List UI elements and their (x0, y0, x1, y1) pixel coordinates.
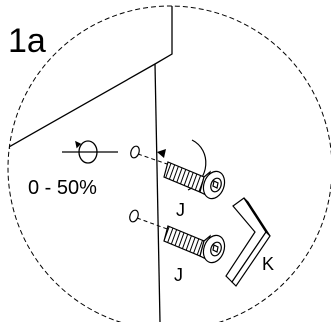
hex-key-label: K (262, 254, 274, 274)
hole-bottom (129, 209, 139, 223)
insertion-line-top (137, 153, 171, 166)
step-number: 1a (8, 22, 46, 60)
rotate-ccw-icon (62, 140, 118, 164)
adjust-range-text: 0 - 50% (28, 177, 97, 199)
screw-top (163, 161, 226, 200)
screw-bottom (163, 225, 226, 264)
hole-top (130, 145, 140, 159)
screw-label-top: J (176, 200, 185, 220)
screw-label-bottom: J (174, 265, 183, 285)
hex-key (225, 197, 271, 287)
arrow-head (157, 149, 166, 158)
detail-circle (7, 5, 331, 322)
insertion-line-bottom (136, 217, 171, 231)
